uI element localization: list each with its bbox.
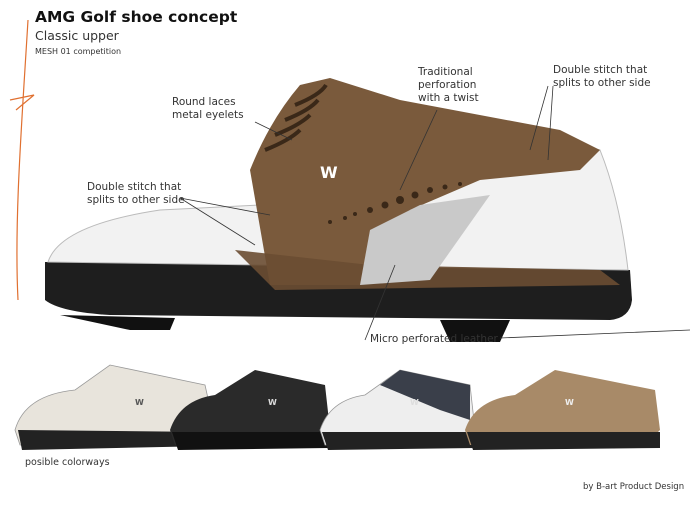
annotation-line: Traditional bbox=[418, 66, 473, 78]
subtitle: Classic upper bbox=[35, 28, 119, 43]
sketch-stroke bbox=[9, 19, 35, 301]
annotation-perforation: Traditional perforation with a twist bbox=[418, 66, 479, 105]
colorway-1 bbox=[14, 364, 216, 450]
project-label: MESH 01 competition bbox=[35, 47, 122, 56]
credit: by B-art Product Design bbox=[583, 482, 685, 492]
mesh-panel bbox=[360, 195, 490, 285]
annotation-line: metal eyelets bbox=[172, 109, 244, 121]
colorways-label: posible colorways bbox=[25, 457, 110, 468]
sole-cleats bbox=[60, 315, 510, 342]
annotation-line: Double stitch that bbox=[87, 181, 182, 193]
logo-mark-small: W bbox=[135, 398, 144, 407]
leader-lines bbox=[179, 85, 691, 341]
logo-mark: W bbox=[320, 163, 338, 182]
annotation-stitch-right: Double stitch that splits to other side bbox=[553, 64, 651, 90]
brown-saddle bbox=[250, 78, 600, 285]
page-title: AMG Golf shoe concept bbox=[35, 8, 238, 26]
colorway-2 bbox=[170, 370, 330, 450]
annotation-line: splits to other side bbox=[553, 77, 651, 89]
colorway-4 bbox=[465, 370, 660, 450]
annotation-line: perforation bbox=[418, 79, 477, 91]
colorway-logos: W W W W bbox=[135, 398, 574, 407]
colorway-3 bbox=[319, 369, 476, 450]
annotation-stitch-left: Double stitch that splits to other side bbox=[87, 181, 185, 207]
annotation-line: Round laces bbox=[172, 96, 236, 108]
annotation-laces: Round laces metal eyelets bbox=[172, 96, 244, 122]
logo-mark-small: W bbox=[565, 398, 574, 407]
annotation-line: with a twist bbox=[418, 92, 479, 104]
logo-mark-small: W bbox=[410, 398, 419, 407]
annotation-mesh: Micro perforated leather bbox=[370, 333, 498, 345]
annotation-line: Double stitch that bbox=[553, 64, 648, 76]
annotation-line: splits to other side bbox=[87, 194, 185, 206]
logo-mark-small: W bbox=[268, 398, 277, 407]
perforations bbox=[328, 182, 462, 224]
